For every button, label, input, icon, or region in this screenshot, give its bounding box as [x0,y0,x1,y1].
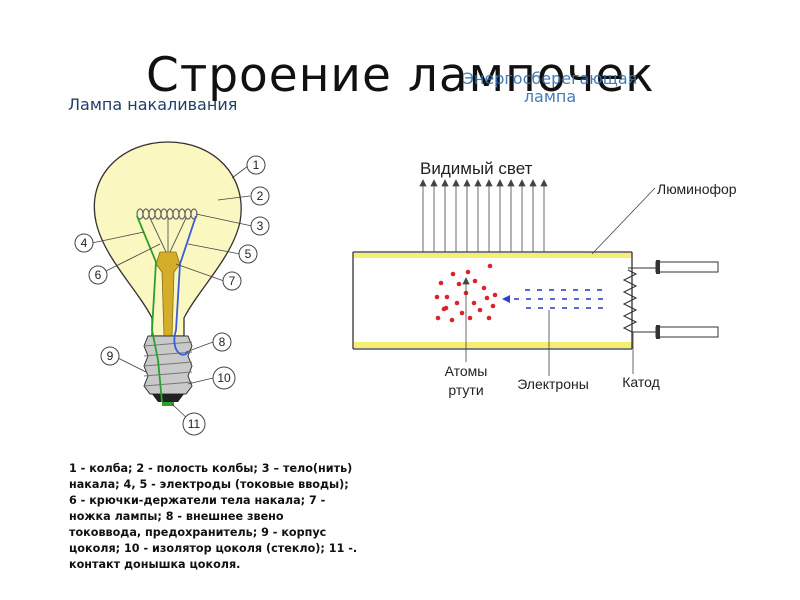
legend-line: ножка лампы; 8 - внешнее звено [69,510,284,523]
blue-electrode-wire [173,215,197,356]
mercury-atoms-label-line2: ртути [448,382,483,398]
callout-number-7: 7 [229,274,236,288]
callout-circle-5 [238,244,258,264]
legend-line: контакт донышка цоколя. [69,558,241,571]
legend-line: токоввода, предохранитель; 9 - корпус [69,526,327,539]
callout-circle-10 [212,366,236,390]
mercury-atoms-label-line1: Атомы [445,363,488,379]
legend-line: накала; 4, 5 - электроды (токовые вводы)… [69,478,349,491]
electrons-label: Электроны [517,376,589,392]
screw-thread-lines [143,341,193,387]
energy-saving-lamp-heading: Энергосберегающая лампа [440,70,660,106]
phosphor-label: Люминофор [657,181,737,197]
callout-number-9: 9 [107,349,114,363]
callout-circle-4 [74,233,94,253]
mercury-atoms [434,263,498,323]
callout-number-11: 11 [188,417,201,431]
cathode-coil [622,269,638,333]
energy-saving-heading-line1: Энергосберегающая [462,69,638,88]
electrons-flow [514,289,603,309]
pin-bottom-collar [656,325,660,339]
legend-line: 1 - колба; 2 - полость колбы; 3 – тело(н… [69,462,353,475]
bulb-parts-legend: 1 - колба; 2 - полость колбы; 3 – тело(н… [69,461,369,573]
callout-circle-6 [88,265,108,285]
phosphor-top-layer [354,253,632,258]
energy-saving-heading-line2: лампа [523,87,577,106]
callout-circles [74,155,270,436]
callout-number-3: 3 [257,219,264,233]
slide-title: Строение лампочек [146,48,655,103]
callout-circle-3 [250,216,270,236]
cathode-label: Катод [622,374,660,390]
callout-circle-8 [212,332,232,352]
legend-line: 6 - крючки-держатели тела накала; 7 - [69,494,326,507]
electron-direction-arrow [502,295,510,303]
callout-number-2: 2 [257,189,264,203]
callout-circle-7 [222,271,242,291]
tube-leader-lines [462,187,656,376]
callout-circle-2 [250,186,270,206]
green-electrode-wire [136,215,163,403]
callout-number-6: 6 [95,268,102,282]
callout-number-10: 10 [217,371,231,385]
legend-line: цоколя; 10 - изолятор цоколя (стекло); 1… [69,542,358,555]
callout-circle-1 [246,155,266,175]
contact-pin-bottom [655,326,719,338]
callout-circle-11 [182,412,206,436]
callout-circle-9 [100,346,120,366]
visible-light-rays [419,179,548,252]
incandescent-lamp-heading: Лампа накаливания [68,95,238,114]
phosphor-bottom-layer [354,342,632,348]
base-insulator [152,394,184,402]
callout-number-5: 5 [245,247,252,261]
contact-pin-top [655,261,719,273]
callout-number-8: 8 [219,335,226,349]
callout-number-1: 1 [253,158,260,172]
base-contact [162,402,174,406]
callout-number-4: 4 [81,236,88,250]
filament-support-hooks [149,217,187,253]
visible-light-label: Видимый свет [420,159,533,178]
pin-top-collar [656,260,660,274]
